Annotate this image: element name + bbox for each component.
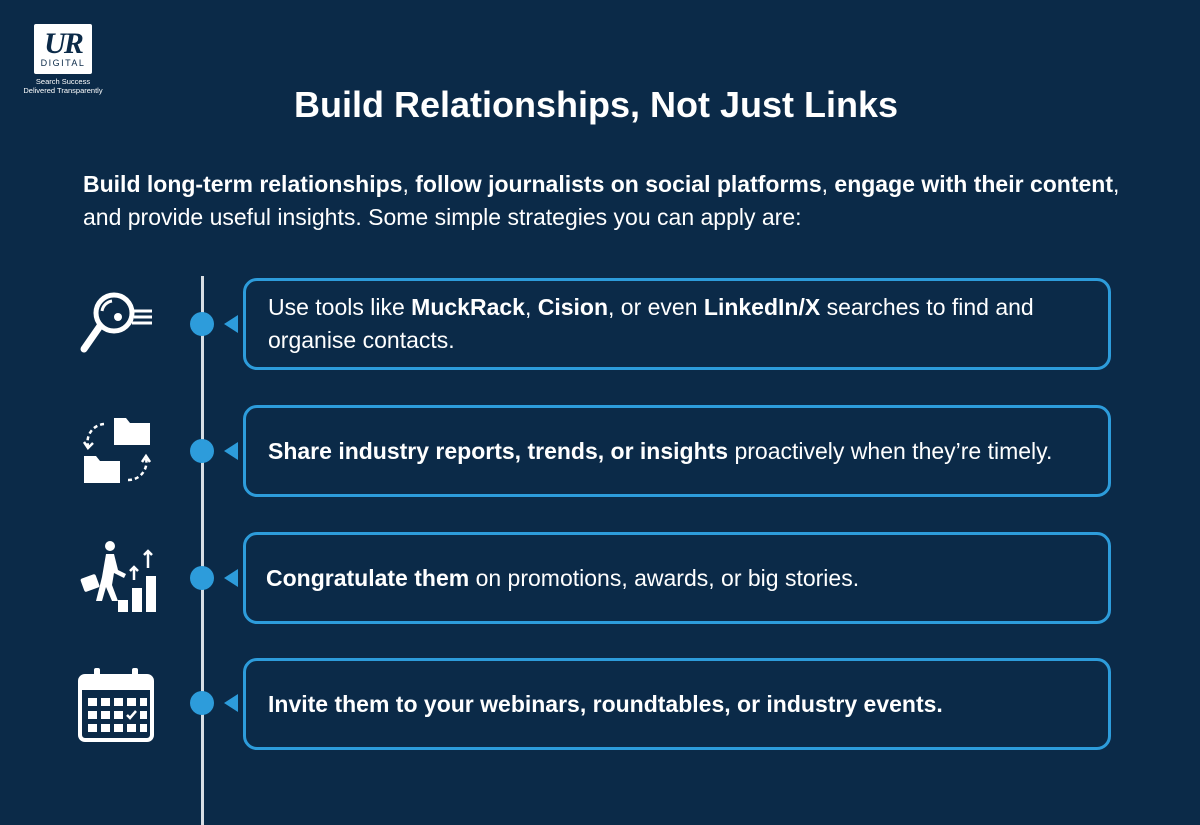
logo-tagline-1: Search Success [35, 77, 91, 86]
timeline-pointer [224, 442, 238, 460]
logo-tagline-2: Delivered Transparently [23, 86, 103, 95]
timeline-dot [190, 691, 214, 715]
intro-bold-2: follow journalists on social platforms [415, 171, 822, 197]
card-text: on promotions, awards, or big stories. [469, 564, 860, 591]
card-bold: Share industry reports, trends, or insig… [268, 437, 729, 464]
card-bold: Cision [537, 294, 609, 320]
intro-text-2: , [821, 171, 835, 197]
card-text: proactively when they’re timely. [728, 437, 1053, 464]
timeline-pointer [224, 569, 238, 587]
logo-subtitle: DIGITAL [40, 58, 86, 68]
brand-logo: UR DIGITAL Search Success Delivered Tran… [16, 24, 110, 95]
magnifier-icon [76, 283, 156, 359]
strategy-text: Share industry reports, trends, or insig… [268, 435, 1052, 468]
card-bold: LinkedIn/X [703, 294, 821, 320]
calendar-icon [76, 666, 156, 742]
strategy-text: Invite them to your webinars, roundtable… [268, 688, 943, 721]
page-title: Build Relationships, Not Just Links [293, 84, 899, 125]
card-bold: MuckRack [411, 294, 525, 320]
timeline-line [201, 276, 204, 825]
logo-mark: UR [44, 27, 84, 60]
intro-text-1: , [402, 171, 416, 197]
intro-bold-3: engage with their content [834, 171, 1113, 197]
card-text: , [524, 294, 538, 320]
timeline-dot [190, 439, 214, 463]
intro-bold-1: Build long-term relationships [83, 171, 403, 197]
timeline-dot [190, 566, 214, 590]
strategy-card: Use tools like MuckRack, Cision, or even… [243, 278, 1111, 370]
strategy-card: Invite them to your webinars, roundtable… [243, 658, 1111, 750]
card-text: , or even [608, 294, 704, 320]
timeline-pointer [224, 315, 238, 333]
card-text: Use tools like [268, 294, 412, 320]
strategy-text: Congratulate them on promotions, awards,… [266, 562, 859, 595]
career-growth-icon [76, 538, 156, 614]
logo-badge: UR DIGITAL [34, 24, 92, 74]
timeline-dot [190, 312, 214, 336]
strategy-card: Share industry reports, trends, or insig… [243, 405, 1111, 497]
strategy-text: Use tools like MuckRack, Cision, or even… [268, 291, 1086, 357]
folder-sync-icon [76, 410, 156, 486]
card-bold: Invite them to your webinars, roundtable… [268, 690, 943, 717]
intro-paragraph: Build long-term relationships, follow jo… [83, 168, 1123, 234]
strategy-card: Congratulate them on promotions, awards,… [243, 532, 1111, 624]
card-bold: Congratulate them [266, 564, 470, 591]
card-text: searches to find and organise contacts. [268, 294, 1034, 353]
intro-text-3: , and provide useful insights. Some simp… [83, 171, 1120, 230]
timeline-pointer [224, 694, 238, 712]
